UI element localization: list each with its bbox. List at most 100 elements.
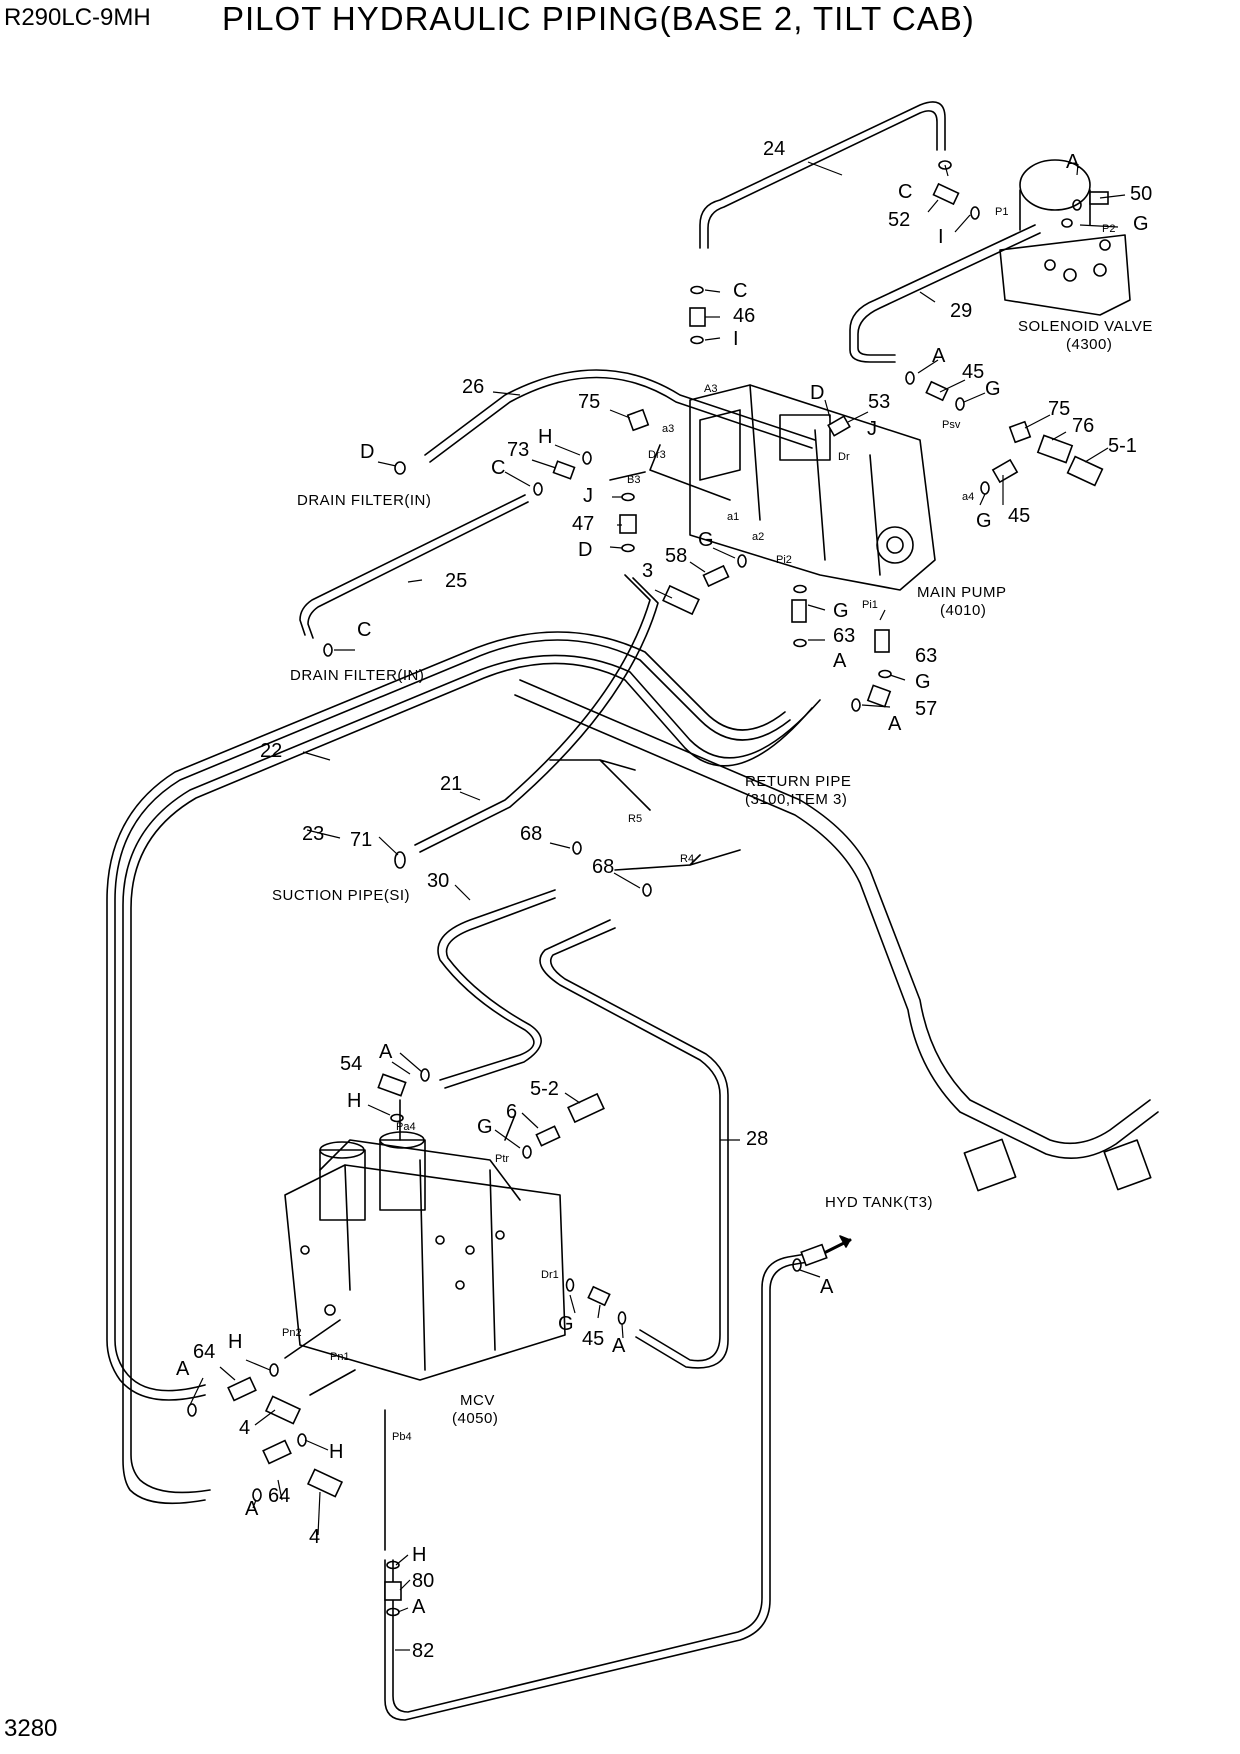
callout-a-64b: A: [245, 1498, 259, 1520]
port-b3: B3: [627, 474, 640, 486]
callout-j-53: J: [867, 418, 877, 440]
port-p1: P1: [995, 206, 1008, 218]
fitting-46: [689, 307, 706, 327]
callout-d-47: D: [578, 539, 592, 561]
port-dr3: Dr3: [648, 449, 666, 461]
fitting-50: [1089, 191, 1109, 205]
fitting-63b: [874, 629, 890, 653]
port-ptr: Ptr: [495, 1153, 509, 1165]
o-ring: [938, 160, 952, 170]
callout-h-64: H: [228, 1331, 242, 1353]
hose-25: [299, 494, 526, 636]
callout-68: 68: [592, 856, 614, 878]
main-pump-label: MAIN PUMP: [917, 584, 1007, 601]
callout-a-tank: A: [820, 1276, 834, 1298]
fitting-80: [384, 1581, 402, 1601]
callout-53: 53: [868, 391, 890, 413]
o-ring: [980, 481, 990, 495]
fitting-54: [377, 1073, 407, 1097]
port-a1: a1: [727, 511, 739, 523]
callout-a-63: A: [833, 650, 847, 672]
fitting-tank: [800, 1243, 828, 1267]
drain-filter-label-2: DRAIN FILTER(IN): [290, 667, 424, 684]
callout-h-54: H: [347, 1090, 361, 1112]
hyd-tank-label: HYD TANK(T3): [825, 1194, 933, 1211]
o-ring: [323, 643, 333, 657]
fitting-64: [227, 1376, 257, 1402]
callout-c-25: C: [357, 619, 371, 641]
callout-6: 6: [506, 1101, 517, 1123]
hose-28: [539, 919, 721, 1362]
hose-21: [414, 574, 651, 846]
callout-g-58: G: [698, 529, 714, 551]
callout-i-top: I: [938, 226, 944, 248]
callout-47: 47: [572, 513, 594, 535]
callout-75-right: 75: [1048, 398, 1070, 420]
port-a2: a2: [752, 531, 764, 543]
callout-68-top: 68: [520, 823, 542, 845]
flange: [1103, 1139, 1152, 1191]
callout-g-45: G: [985, 378, 1001, 400]
fitting-64b: [262, 1439, 292, 1465]
port-psv: Psv: [942, 419, 961, 431]
hose-30: [437, 889, 556, 1081]
port-dr1: Dr1: [541, 1269, 559, 1281]
callout-4: 4: [239, 1417, 250, 1439]
suction-pipe-label: SUCTION PIPE(SI): [272, 887, 410, 904]
callout-75: 75: [578, 391, 600, 413]
callout-g-57: G: [915, 671, 931, 693]
callout-28: 28: [746, 1128, 768, 1150]
callout-a-45-mcv: A: [612, 1335, 626, 1357]
o-ring: [878, 669, 892, 679]
callout-4b: 4: [309, 1526, 320, 1548]
hose-26: [424, 369, 816, 456]
port-pi2: Pi2: [776, 554, 792, 566]
callout-h-64b: H: [329, 1441, 343, 1463]
callout-g-63: G: [833, 600, 849, 622]
o-ring: [297, 1433, 307, 1447]
callout-c-73: C: [491, 457, 505, 479]
callout-a-64: A: [176, 1358, 190, 1380]
fitting-58: [702, 564, 730, 588]
main-pump: [689, 384, 936, 591]
callout-45-top: 45: [962, 361, 984, 383]
o-ring: [394, 851, 406, 869]
callout-57: 57: [915, 698, 937, 720]
callout-25: 25: [445, 570, 467, 592]
fitting-45b: [991, 458, 1019, 484]
port-p2: P2: [1102, 223, 1115, 235]
sensor-5-2: [567, 1092, 605, 1124]
fitting-47: [619, 514, 637, 534]
o-ring: [269, 1363, 279, 1377]
callout-80: 80: [412, 1570, 434, 1592]
callout-a-45: A: [932, 345, 946, 367]
o-ring: [1061, 218, 1073, 228]
callout-82: 82: [412, 1640, 434, 1662]
o-ring: [582, 451, 592, 465]
sensor-4: [264, 1395, 302, 1425]
o-ring: [420, 1068, 430, 1082]
o-ring: [394, 461, 406, 475]
callout-54: 54: [340, 1053, 362, 1075]
fitting-73: [552, 460, 576, 480]
callout-a-top: A: [1066, 151, 1080, 173]
return-pipe-code: (3100,ITEM 3): [745, 791, 847, 808]
callout-a-57: A: [888, 713, 902, 735]
callout-64b: 64: [268, 1485, 290, 1507]
page-number: 3280: [4, 1715, 58, 1742]
callout-26: 26: [462, 376, 484, 398]
callout-30: 30: [427, 870, 449, 892]
callout-63-right: 63: [915, 645, 937, 667]
port-pn2: Pn2: [282, 1327, 302, 1339]
callout-d-drain: D: [360, 441, 374, 463]
o-ring: [955, 397, 965, 411]
o-ring: [621, 492, 635, 502]
o-ring: [642, 883, 652, 897]
o-ring: [690, 335, 704, 345]
o-ring: [851, 698, 861, 712]
callout-64: 64: [193, 1341, 215, 1363]
port-pi1: Pi1: [862, 599, 878, 611]
o-ring: [792, 1258, 802, 1272]
hose-22: [114, 639, 791, 1392]
